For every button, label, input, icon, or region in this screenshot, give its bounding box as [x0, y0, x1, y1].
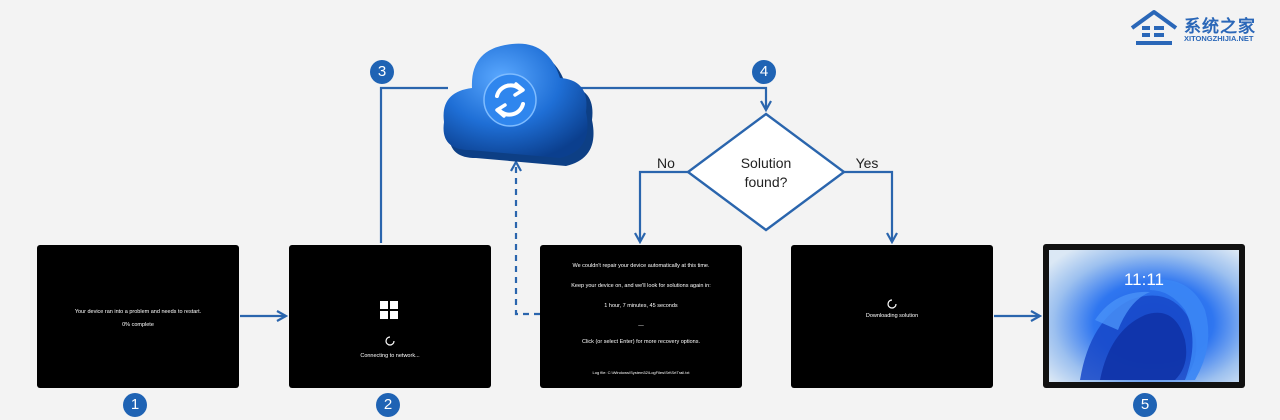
- arrow-no-branch: [640, 170, 688, 242]
- watermark-subtitle: XITONGZHIJIA.NET: [1184, 34, 1254, 43]
- decision-line2: found?: [745, 174, 788, 190]
- step-badge-4: 4: [752, 60, 776, 84]
- screen3-line1: We couldn't repair your device automatic…: [572, 263, 710, 269]
- no-label: No: [657, 155, 675, 171]
- watermark-title: 系统之家: [1184, 17, 1256, 37]
- screen2-status: Connecting to network...: [360, 353, 420, 359]
- loading-spinner-icon: [887, 299, 897, 309]
- screen4-status: Downloading solution: [865, 313, 919, 319]
- screen1-line1: Your device ran into a problem and needs…: [74, 309, 202, 315]
- screen-2-connecting: Connecting to network...: [289, 245, 491, 388]
- cloud-sync-icon: [443, 43, 594, 166]
- decision-diamond: [685, 112, 847, 232]
- step-badge-2: 2: [376, 393, 400, 417]
- screen3-line4: —: [638, 323, 644, 329]
- house-logo-icon: [1130, 10, 1178, 45]
- screen-1-restart: Your device ran into a problem and needs…: [37, 245, 239, 388]
- loading-spinner-icon: [385, 336, 395, 346]
- dashed-arrow-3-to-cloud: [516, 162, 540, 316]
- screen-4-downloading: Downloading solution: [791, 245, 993, 388]
- screen5-clock: 11:11: [1123, 270, 1165, 289]
- decision-line1: Solution: [741, 155, 792, 171]
- screen5-wallpaper: [1043, 244, 1245, 388]
- watermark-logo: 系统之家 XITONGZHIJIA.NET: [1126, 6, 1266, 50]
- arrow-yes-branch: [844, 170, 892, 242]
- yes-label: Yes: [856, 155, 879, 171]
- step-badge-3: 3: [370, 60, 394, 84]
- windows-logo-icon: [380, 301, 398, 319]
- arrow-2-to-cloud: [379, 86, 448, 243]
- screen3-line6: Log file: C:\Windows\System32\LogFiles\S…: [592, 370, 690, 375]
- screen1-line2: 0% complete: [122, 322, 154, 328]
- screen3-line5: Click (or select Enter) for more recover…: [582, 339, 700, 345]
- step-badge-5: 5: [1133, 393, 1157, 417]
- screen-3-no-repair: We couldn't repair your device automatic…: [540, 245, 742, 388]
- screen3-line2: Keep your device on, and we'll look for …: [571, 283, 711, 289]
- arrow-cloud-to-decision: [575, 86, 766, 110]
- screen3-line3: 1 hour, 7 minutes, 45 seconds: [604, 303, 678, 309]
- step-badge-1: 1: [123, 393, 147, 417]
